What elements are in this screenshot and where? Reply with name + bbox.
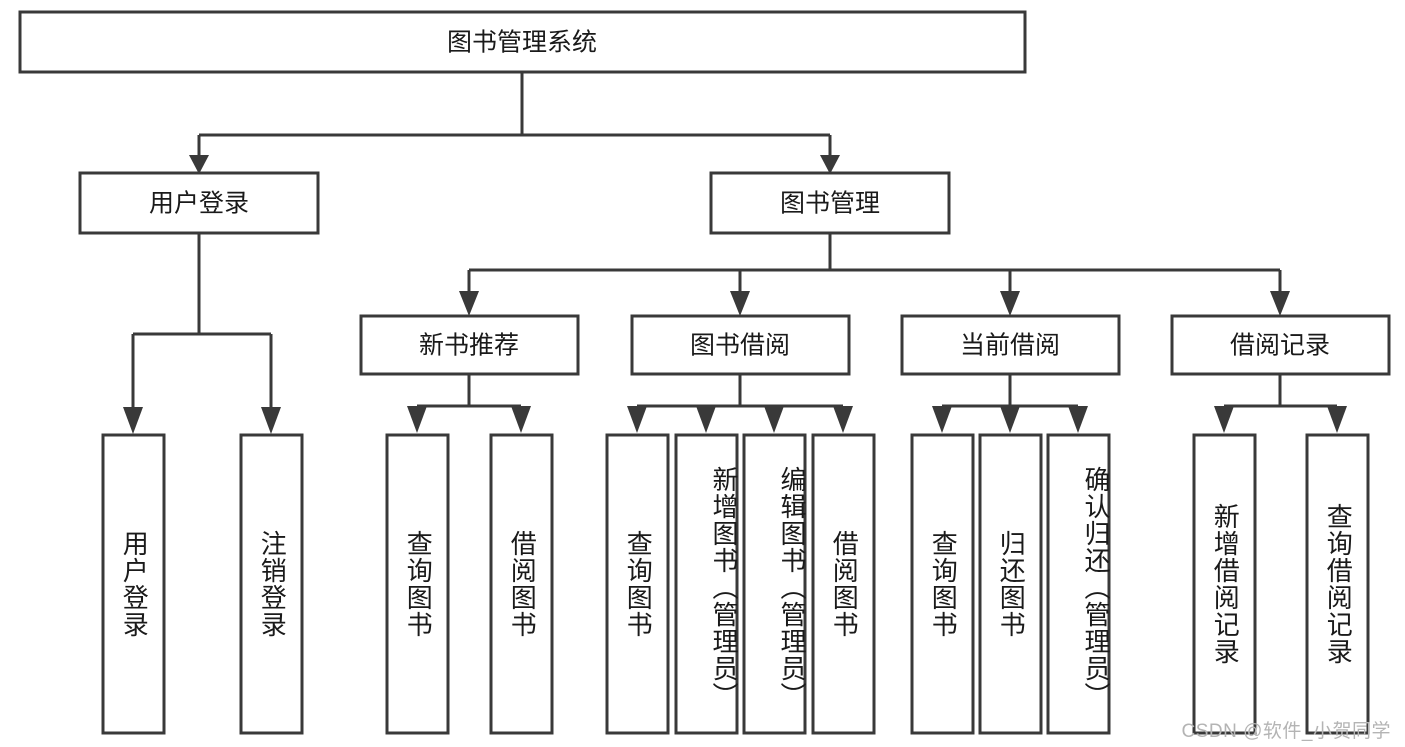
arrowhead-leaf-6 xyxy=(696,406,716,433)
node-login-box[interactable] xyxy=(78,171,320,235)
arrowhead-login xyxy=(189,155,209,174)
node-leaf-8-box[interactable] xyxy=(811,433,876,735)
node-root[interactable]: 图书管理系统 xyxy=(18,10,1027,74)
node-root-box[interactable] xyxy=(18,10,1027,74)
node-bookmgmt[interactable]: 图书管理 xyxy=(709,171,951,235)
node-leaf-3-box[interactable] xyxy=(385,433,450,735)
node-leaf-5-box[interactable] xyxy=(605,433,670,735)
node-bookmgmt-box[interactable] xyxy=(709,171,951,235)
node-leaf-11-box[interactable] xyxy=(1046,433,1111,735)
arrowhead-current xyxy=(1000,291,1020,316)
arrowhead-leaf-11 xyxy=(1068,406,1088,433)
node-records-label: 借阅记录 xyxy=(1230,332,1330,360)
node-newbook-label: 新书推荐 xyxy=(419,332,519,360)
node-borrow-box[interactable] xyxy=(630,314,851,376)
arrowhead-leaf-5 xyxy=(627,406,647,433)
arrowhead-bookmgmt xyxy=(820,155,840,174)
node-newbook-box[interactable] xyxy=(359,314,580,376)
node-root-label: 图书管理系统 xyxy=(447,29,597,57)
node-records[interactable]: 借阅记录 xyxy=(1170,314,1391,376)
arrowhead-records xyxy=(1270,291,1290,316)
node-borrow-label: 图书借阅 xyxy=(690,332,790,360)
node-borrow[interactable]: 图书借阅 xyxy=(630,314,851,376)
arrowhead-leaf-9 xyxy=(932,406,952,433)
arrowhead-leaf-8 xyxy=(833,406,853,433)
node-leaf-1-box[interactable] xyxy=(101,433,166,735)
node-leaf-9-box[interactable] xyxy=(910,433,975,735)
node-leaf-12-box[interactable] xyxy=(1192,433,1257,735)
node-records-box[interactable] xyxy=(1170,314,1391,376)
node-leaf-13-box[interactable] xyxy=(1305,433,1370,735)
node-leaf-10-box[interactable] xyxy=(978,433,1043,735)
node-current[interactable]: 当前借阅 xyxy=(900,314,1121,376)
arrowhead-borrow xyxy=(730,291,750,316)
node-login-label: 用户登录 xyxy=(149,190,249,218)
node-leaf-7-box[interactable] xyxy=(742,433,807,735)
arrowhead-leaf-13 xyxy=(1327,406,1347,433)
leaf-boxes-layer xyxy=(101,433,1370,735)
arrowhead-leaf-3 xyxy=(407,406,427,433)
arrowhead-leaf-7 xyxy=(764,406,784,433)
arrowhead-leaf-1 xyxy=(123,407,143,434)
arrowhead-leaf-2 xyxy=(261,407,281,434)
arrowhead-leaf-4 xyxy=(511,406,531,433)
node-leaf-2-box[interactable] xyxy=(239,433,304,735)
node-bookmgmt-label: 图书管理 xyxy=(780,190,880,218)
node-leaf-4-box[interactable] xyxy=(489,433,554,735)
arrowhead-newbook xyxy=(459,291,479,316)
node-login[interactable]: 用户登录 xyxy=(78,171,320,235)
node-newbook[interactable]: 新书推荐 xyxy=(359,314,580,376)
node-current-label: 当前借阅 xyxy=(960,332,1060,360)
watermark-text: CSDN @软件_小贺同学 xyxy=(1181,721,1391,742)
node-current-box[interactable] xyxy=(900,314,1121,376)
arrowhead-leaf-12 xyxy=(1214,406,1234,433)
node-leaf-6-box[interactable] xyxy=(674,433,739,735)
arrowhead-leaf-10 xyxy=(1000,406,1020,433)
connectors-layer xyxy=(123,72,1347,434)
